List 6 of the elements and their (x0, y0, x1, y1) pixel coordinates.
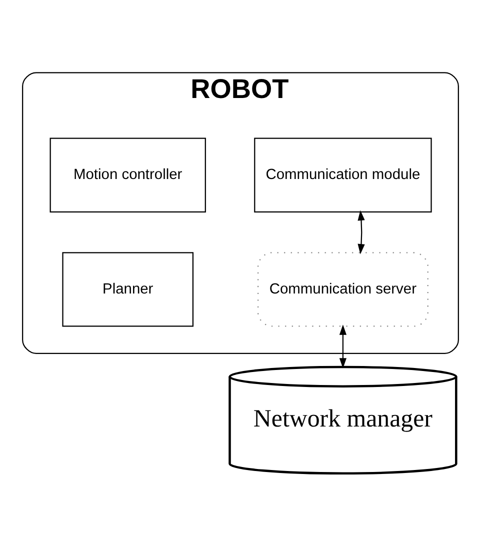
node-box: Planner (62, 252, 194, 326)
node-box: Communication module (254, 137, 432, 212)
node-box: Motion controller (49, 137, 206, 212)
arrow (338, 324, 346, 368)
arrow (357, 210, 364, 254)
node-box: Communication server (256, 252, 428, 326)
